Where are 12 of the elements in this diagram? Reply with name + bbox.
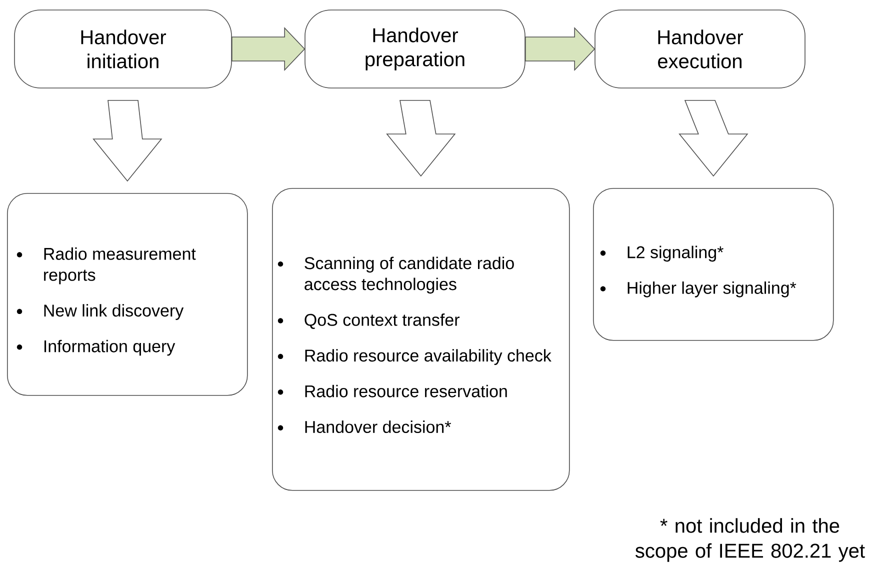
block-arrow bbox=[386, 100, 456, 177]
block-arrow bbox=[232, 27, 306, 71]
block-arrow bbox=[92, 100, 162, 182]
stage-box: Handover execution bbox=[594, 10, 806, 88]
task-list-box: Radio measurement reports New link discovery Information query bbox=[7, 193, 248, 396]
footnote: * not included in the scope of IEEE 802.21 yet bbox=[635, 518, 865, 562]
task-list-box: L2 signaling* Higher layer signaling* bbox=[593, 188, 834, 341]
stage-box: Handover initiation bbox=[14, 10, 232, 88]
task-list-box: Scanning of candidate radio access technologies QoS context transfer Radio resource availability check Radio resource reservation Handover decision* bbox=[272, 188, 570, 491]
block-arrow bbox=[678, 100, 748, 177]
block-arrow bbox=[525, 27, 596, 71]
stage-box: Handover preparation bbox=[304, 10, 526, 88]
